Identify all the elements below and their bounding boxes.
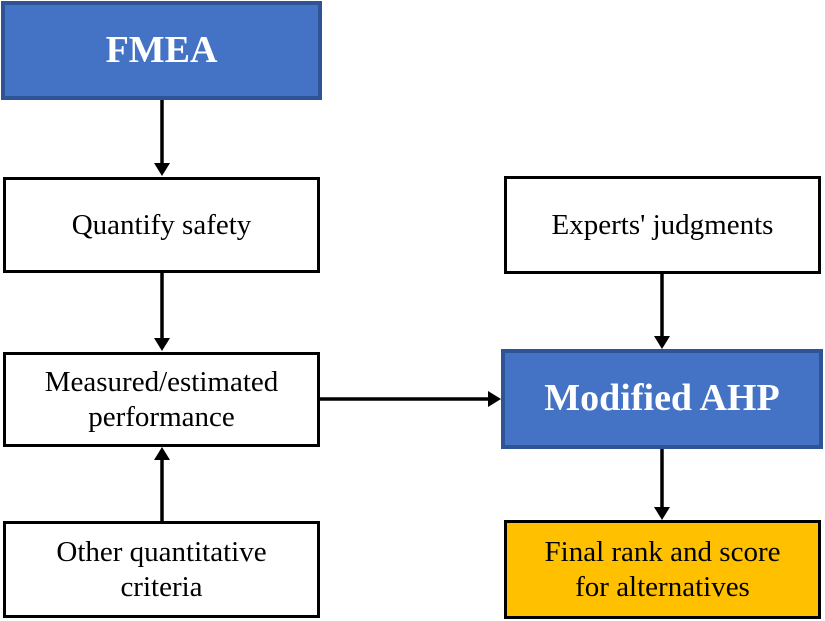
node-other-criteria: Other quantitative criteria <box>3 521 320 618</box>
arrow-ahp-to-final <box>654 449 670 520</box>
node-fmea-label: FMEA <box>105 28 218 71</box>
node-measured-performance: Measured/estimated performance <box>3 352 320 447</box>
arrow-fmea-to-quantify <box>154 100 170 176</box>
node-quantify-safety: Quantify safety <box>3 177 320 273</box>
arrow-quantify-to-measured <box>154 273 170 351</box>
node-fmea: FMEA <box>1 1 322 100</box>
node-experts-judgments-label: Experts' judgments <box>551 208 774 241</box>
node-modified-ahp: Modified AHP <box>501 349 823 449</box>
node-measured-performance-label: Measured/estimated performance <box>44 365 279 433</box>
arrow-experts-to-ahp <box>654 274 670 349</box>
arrow-measured-to-ahp <box>320 391 501 407</box>
node-modified-ahp-label: Modified AHP <box>544 377 780 420</box>
node-other-criteria-label: Other quantitative criteria <box>56 535 267 603</box>
arrow-other-to-measured <box>154 447 170 521</box>
node-final-rank: Final rank and score for alternatives <box>504 520 821 619</box>
node-quantify-safety-label: Quantify safety <box>71 208 252 241</box>
node-final-rank-label: Final rank and score for alternatives <box>544 535 781 603</box>
node-experts-judgments: Experts' judgments <box>504 176 821 274</box>
